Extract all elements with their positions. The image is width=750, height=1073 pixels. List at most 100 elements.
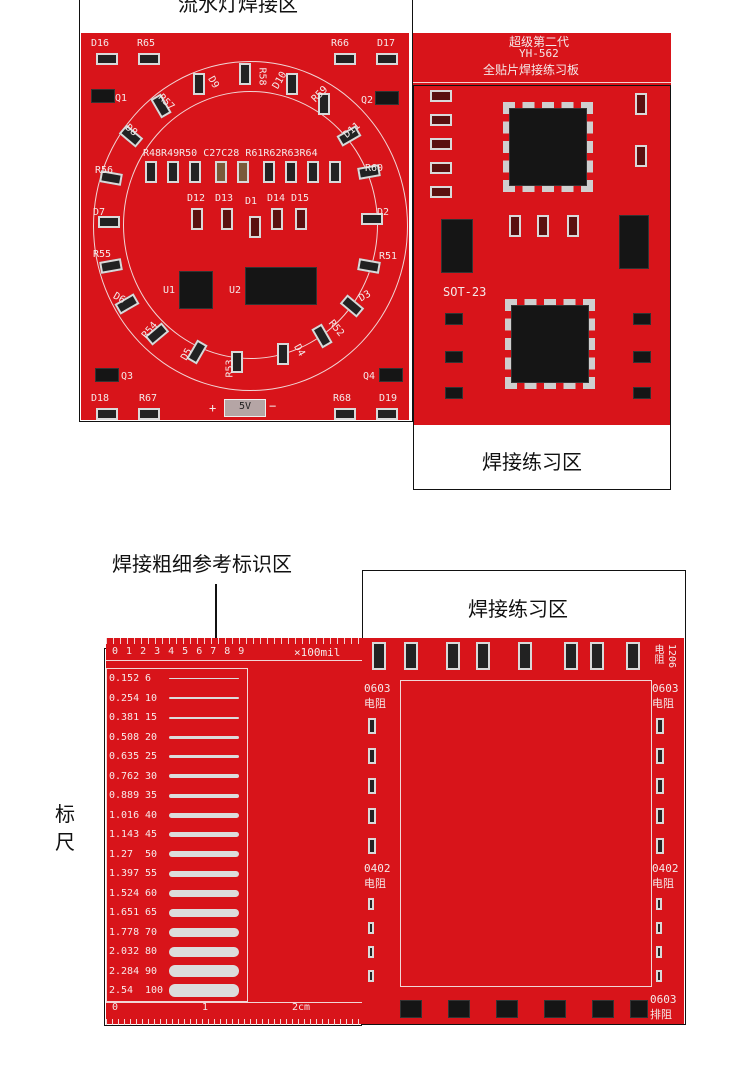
silk-d1: D1 — [245, 196, 258, 207]
label-resistor-0402-left: 电阻 — [364, 877, 386, 890]
practice-section-caption-top: 焊接练习区 — [482, 450, 582, 474]
silk-q2: Q2 — [361, 95, 374, 106]
silk-d13: D13 — [215, 193, 234, 204]
qfp-chip-bottom — [505, 299, 595, 389]
board-title-line2: YH-562 — [519, 47, 559, 60]
silk-q4: Q4 — [363, 371, 376, 382]
board-title-divider — [413, 82, 671, 83]
ruler-bottom-0: 0 — [112, 1002, 119, 1013]
silk-r65: R65 — [137, 38, 156, 49]
label-0402-right: 0402 — [652, 862, 679, 875]
smd-inner-outline — [400, 680, 652, 987]
silk-r51: R51 — [379, 251, 398, 262]
silk-d19: D19 — [379, 393, 398, 404]
silk-q1: Q1 — [115, 93, 128, 104]
chip-u1 — [179, 271, 213, 309]
practice-section-caption-bottom: 焊接练习区 — [468, 597, 568, 621]
ruler-top-ticks — [106, 638, 362, 661]
chip-u2 — [245, 267, 317, 305]
soic-chip-left — [441, 219, 473, 273]
silk-d7: D7 — [93, 207, 106, 218]
label-0603-bottom: 0603 — [650, 993, 677, 1006]
label-resistor-top: 电阻 — [652, 644, 663, 664]
power-connector — [224, 399, 266, 417]
diode-row — [191, 208, 311, 238]
label-resistor-0603-left: 电阻 — [364, 697, 386, 710]
sot23-label: SOT-23 — [443, 285, 487, 299]
reference-caption: 焊接粗细参考标识区 — [112, 552, 292, 576]
practice-pcb-board: 超级第二代 YH-562 全贴片焊接练习板 SOT-23 — [413, 33, 671, 425]
label-0603-left: 0603 — [364, 682, 391, 695]
label-array: 排阻 — [650, 1008, 672, 1021]
led-section-frame — [79, 0, 413, 422]
component-row-label: R48R49R50 C27C28 R61R62R63R64 — [143, 148, 318, 159]
silk-u1: U1 — [163, 285, 176, 296]
soic-chip-right — [619, 215, 649, 269]
silk-r67: R67 — [139, 393, 158, 404]
practice-section-frame-top — [413, 85, 671, 490]
led-section-caption: 流水灯焊接区 — [178, 0, 298, 16]
transistor-q3 — [95, 368, 119, 382]
silk-r55: R55 — [93, 249, 112, 260]
silk-r68: R68 — [333, 393, 352, 404]
led-ring-inner-outline — [123, 91, 378, 359]
label-1206: 1206 — [666, 644, 677, 669]
silk-d15: D15 — [291, 193, 310, 204]
transistor-q4 — [379, 368, 403, 382]
silk-d12: D12 — [187, 193, 206, 204]
board-title-line1: 超级第二代 — [509, 35, 570, 49]
silk-r60: R60 — [365, 163, 384, 174]
ruler-bottom-1: 1 — [202, 1002, 209, 1013]
label-0603-right: 0603 — [652, 682, 679, 695]
transistor-q1 — [91, 89, 115, 103]
silk-r66: R66 — [331, 38, 350, 49]
silk-r58: R58 — [256, 67, 268, 86]
ruler-bottom-ticks — [106, 1002, 362, 1025]
label-0402-left: 0402 — [364, 862, 391, 875]
silk-r53: R53 — [224, 359, 236, 378]
ruler-top-unit: ×100mil — [294, 646, 341, 659]
transistor-q2 — [375, 91, 399, 105]
power-5v: 5V — [239, 401, 252, 412]
qfp-chip-top — [503, 102, 593, 192]
silk-d14: D14 — [267, 193, 286, 204]
silk-d16: D16 — [91, 38, 110, 49]
silk-r56: R56 — [95, 165, 114, 176]
silk-d17: D17 — [377, 38, 396, 49]
power-plus: + — [209, 401, 217, 415]
ruler-caption-2: 尺 — [55, 830, 75, 854]
ruler-top-numbers: 0 1 2 3 4 5 6 7 8 9 — [112, 646, 245, 657]
silk-d2: D2 — [377, 207, 390, 218]
smd-practice-pcb: 1206 电阻 0603 电阻 0603 电阻 0402 电阻 0402 电阻 … — [362, 638, 684, 1024]
led-ring-outline — [93, 61, 408, 391]
board-title-line3: 全贴片焊接练习板 — [483, 63, 580, 77]
silk-u2: U2 — [229, 285, 242, 296]
power-minus: − — [269, 399, 277, 413]
silk-d18: D18 — [91, 393, 110, 404]
label-resistor-0603-right: 电阻 — [652, 697, 674, 710]
led-pcb-board: R48R49R50 C27C28 R61R62R63R64 — [81, 33, 409, 420]
silk-q3: Q3 — [121, 371, 134, 382]
ruler-bottom-2cm: 2cm — [292, 1002, 311, 1013]
ruler-caption-1: 标 — [55, 802, 75, 826]
label-resistor-0402-right: 电阻 — [652, 877, 674, 890]
resistor-row — [145, 161, 345, 191]
